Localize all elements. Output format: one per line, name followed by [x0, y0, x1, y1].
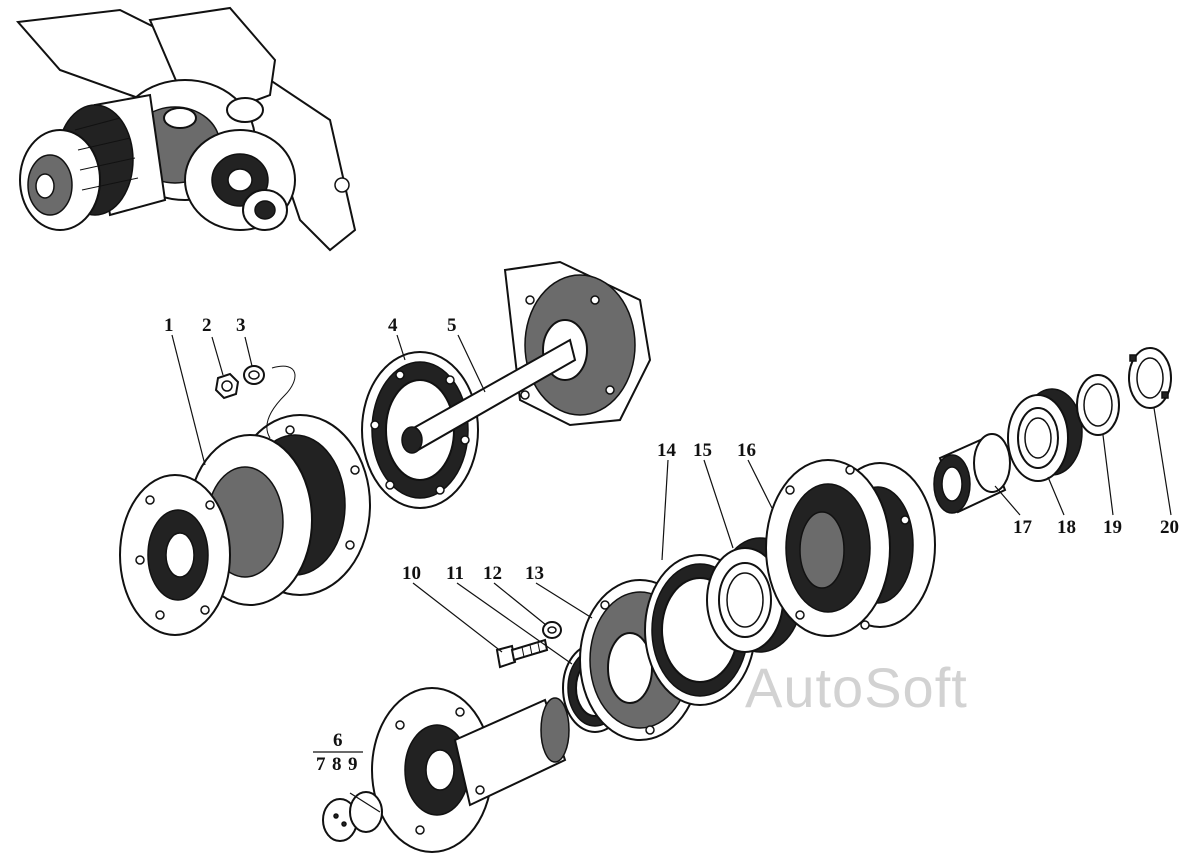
callout-5: 5: [447, 315, 457, 336]
callout-1: 1: [164, 315, 174, 336]
callout-19: 19: [1103, 517, 1122, 538]
part-15-bearing: [706, 537, 803, 653]
callout-3: 3: [236, 315, 246, 336]
watermark: AutoSoft: [745, 656, 968, 719]
axle-assembly-illustration: [15, 6, 357, 252]
leader-lines: [171, 334, 1172, 813]
part-6-flange-shaft: [371, 687, 570, 853]
callout-11: 11: [446, 563, 464, 584]
part-16-housing: [765, 459, 936, 637]
callout-16: 16: [737, 440, 756, 461]
part-17-roller-bearing: [933, 433, 1011, 514]
callout-12: 12: [483, 563, 502, 584]
part-12-nut: [542, 621, 562, 639]
part-19-lock-washer: [1076, 374, 1120, 436]
lock-wire: [266, 365, 296, 439]
part-7-8-caps: [322, 791, 383, 842]
callout-labels: 1 2 3 4 5 10 11 12 13 14 15 16 17 18 19 …: [164, 315, 1179, 775]
callout-4: 4: [388, 315, 398, 336]
part-10-bolt: [495, 638, 549, 669]
callout-14: 14: [657, 440, 677, 461]
part-2-nut: [214, 372, 240, 400]
part-1-housing: [119, 414, 371, 636]
part-3-washer: [243, 365, 265, 385]
callout-15: 15: [693, 440, 712, 461]
part-18-ball-bearing: [1007, 388, 1083, 482]
callout-9: 9: [348, 754, 358, 775]
callout-18: 18: [1057, 517, 1076, 538]
callout-6: 6: [333, 730, 343, 751]
callout-2: 2: [202, 315, 212, 336]
callout-20: 20: [1160, 517, 1179, 538]
part-5-shaft: [401, 260, 652, 454]
callout-10: 10: [402, 563, 421, 584]
part-20-round-nut: [1128, 347, 1172, 409]
callout-13: 13: [525, 563, 544, 584]
callout-17: 17: [1013, 517, 1033, 538]
callout-8: 8: [332, 754, 342, 775]
callout-group-6-7-8-9: 6 7 8 9: [313, 730, 363, 775]
callout-7: 7: [316, 754, 326, 775]
